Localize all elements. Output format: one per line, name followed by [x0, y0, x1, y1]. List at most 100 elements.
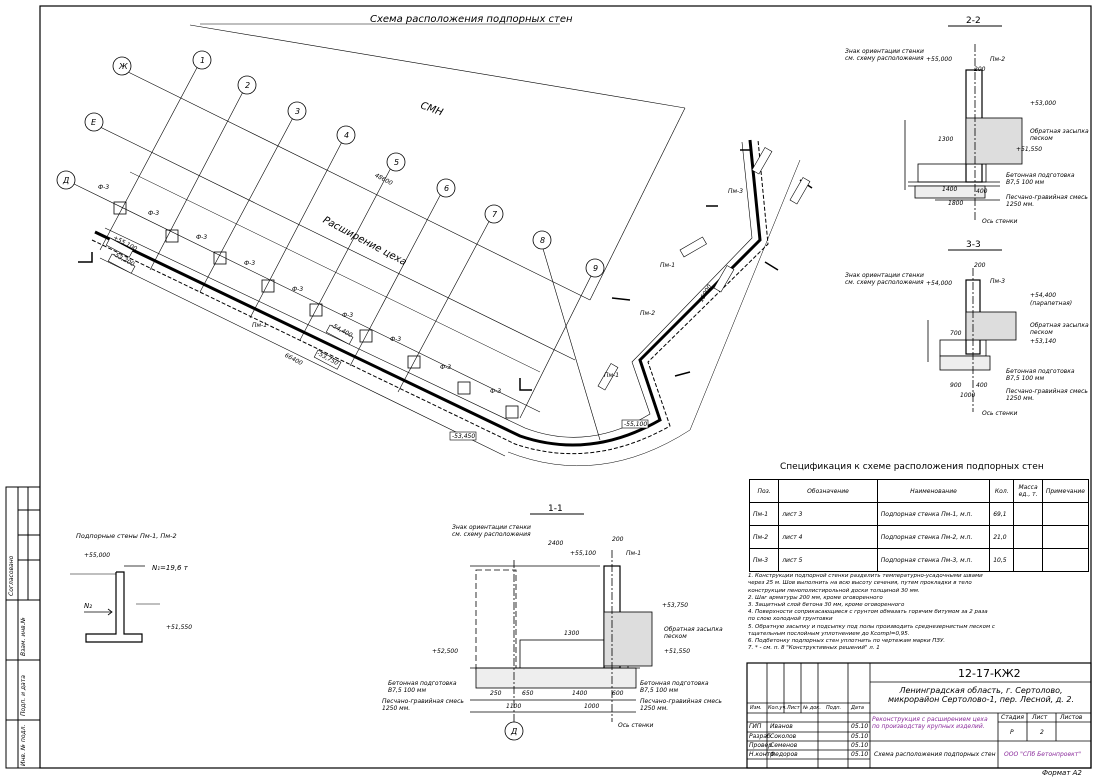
general-notes: 1. Конструкции подпорной стенки разделит…: [748, 566, 995, 660]
stamp-address: Ленинградская область, г. Сертолово, мик…: [887, 686, 1075, 704]
stamp-person-3: Федоров: [770, 751, 798, 758]
section-2-note-1: Обратная засыпка песком: [1030, 128, 1089, 142]
section-3-dim-400: 400: [976, 382, 988, 389]
stamp-head-doc: № док.: [803, 705, 821, 711]
spec-cell: [1013, 502, 1043, 526]
section-3-wall: Пм-3: [990, 278, 1006, 285]
spec-title: Спецификация к схеме расположения подпор…: [780, 462, 1044, 472]
section-1-axis-letter: Д: [511, 727, 518, 736]
section-2-dim-200: 200: [974, 66, 986, 73]
axis-5: 5: [394, 158, 400, 167]
loads-mark-top: +55,000: [84, 552, 111, 559]
stamp-role-2: Провер.: [749, 742, 774, 749]
section-3-dim-1000: 1000: [960, 392, 976, 399]
f3-6: Ф-3: [342, 312, 354, 319]
spec-cell: 10,5: [989, 548, 1015, 572]
spec-col-pos: Поз.: [748, 479, 780, 503]
spec-cell: [1013, 548, 1043, 572]
stamp-date-3: 05.10: [851, 751, 869, 758]
section-2-sign: Знак ориентации стенки см. схему располо…: [845, 48, 924, 62]
note-line: конструкции пенополистирольной доски тол…: [748, 587, 920, 594]
section-1-note-5: Песчано-гравийная смесь 1250 мм.: [382, 698, 464, 712]
note-line: тщательным послойным уплотнением до Kcom…: [748, 630, 910, 637]
section-2-note-2: Бетонная подготовка B7,5 100 мм: [1006, 172, 1075, 186]
axis-2: 2: [245, 81, 251, 90]
f3-9: Ф-3: [490, 388, 502, 395]
spec-cell: Пм-3: [748, 548, 780, 572]
spec-cell: лист 4: [778, 525, 878, 549]
f3-8: Ф-3: [440, 364, 452, 371]
note-line: 3. Защитный слой бетона 30 мм, кроме ого…: [748, 602, 905, 609]
wall-pm1: Пм-1: [252, 322, 268, 329]
loads-n1: N₁=19,6 т: [152, 564, 188, 572]
stamp-code: 12-17-КЖ2: [958, 667, 1021, 680]
section-2-note-3: Песчано-гравийная смесь 1250 мм.: [1006, 194, 1088, 208]
section-3-note-3: Песчано-гравийная смесь 1250 мм.: [1006, 388, 1088, 402]
side-replace: Взам. инв.№: [20, 617, 27, 656]
section-1-dim-200: 200: [612, 536, 624, 543]
stamp-sheets-head: Листов: [1060, 714, 1083, 721]
section-1-dim-600: 600: [612, 690, 624, 697]
note-line: 1. Конструкции подпорной стенки разделит…: [748, 573, 983, 580]
level-plan-3: -55,100: [624, 421, 648, 428]
loads-n2: N₂: [84, 602, 93, 610]
side-agreed: Согласовано: [8, 555, 15, 596]
spec-cell: 21,0: [989, 525, 1015, 549]
f3-5: Ф-3: [292, 286, 304, 293]
note-line: 4. Поверхности соприкасающиеся с грунтом…: [748, 609, 988, 616]
stamp-sheet-head: Лист: [1032, 714, 1048, 721]
section-3-dim-200: 200: [974, 262, 986, 269]
note-line: 7. * - см. п. 8 "Конструктивных решений"…: [748, 645, 880, 652]
f3-1: Ф-3: [98, 184, 110, 191]
axis-8: 8: [540, 236, 546, 245]
section-2-dim-1800: 1800: [948, 200, 964, 207]
stamp-object: Реконструкция с расширением цеха по прои…: [872, 716, 988, 730]
section-3-note-2: Бетонная подготовка B7,5 100 мм: [1006, 368, 1075, 382]
section-1-note-4: Песчано-гравийная смесь 1250 мм.: [640, 698, 722, 712]
spec-table: Поз. Обозначение Наименование Кол. Масса…: [748, 479, 1090, 572]
spec-cell: Подпорная стенка Пм-2, м.п.: [876, 525, 991, 549]
spec-col-mass: Масса ед., т.: [1013, 479, 1043, 503]
section-1-dim-1100: 1100: [506, 703, 522, 710]
section-1-dim-1000: 1000: [584, 703, 600, 710]
loads-mark-bottom: +51,550: [166, 624, 193, 631]
stamp-person-0: Иванов: [770, 723, 793, 730]
axis-zh: Ж: [119, 62, 128, 71]
section-1-mark-4: +51,550: [664, 648, 691, 655]
sheet-format: Формат А2: [1042, 769, 1082, 777]
spec-cell: [1013, 525, 1043, 549]
section-2-dim-1400: 1400: [942, 186, 958, 193]
stamp-stage-head: Стадия: [1001, 714, 1025, 721]
section-3-mark-low: +53,140: [1030, 338, 1057, 345]
section-1-title: 1-1: [548, 504, 563, 514]
axis-6: 6: [444, 184, 450, 193]
section-3-sign: Знак ориентации стенки см. схему располо…: [845, 272, 924, 286]
section-1-dim-2400: 2400: [548, 540, 564, 547]
section-1-dim-1300: 1300: [564, 630, 580, 637]
spec-cell: Подпорная стенка Пм-1, м.п.: [876, 502, 991, 526]
plan-title: Схема расположения подпорных стен: [370, 14, 573, 25]
section-2-mark-mid: +53,000: [1030, 100, 1057, 107]
wall-pm2: Пм-2: [640, 310, 656, 317]
spec-col-name: Наименование: [876, 479, 991, 503]
axis-e: Е: [91, 118, 97, 127]
stamp-date-0: 05.10: [851, 723, 869, 730]
f3-4: Ф-3: [244, 260, 256, 267]
note-line: по слою холодной грунтовки: [748, 616, 833, 623]
spec-cell: [1041, 548, 1090, 572]
f3-3: Ф-3: [196, 234, 208, 241]
spec-cell: [1041, 502, 1090, 526]
side-inv: Инв. № подл.: [20, 724, 27, 766]
section-1-note-2: Бетонная подготовка B7,5 100 мм: [640, 680, 709, 694]
side-sign-date: Подп. и дата: [20, 675, 27, 716]
section-3-axis: Ось стенки: [982, 410, 1018, 417]
wall-pm1c: Пм-1: [660, 262, 676, 269]
section-1-sign: Знак ориентации стенки см. схему располо…: [452, 524, 531, 538]
spec-cell: Подпорная стенка Пм-3, м.п.: [876, 548, 991, 572]
stamp-head-kol: Кол.уч.: [768, 705, 787, 711]
spec-cell: 69,1: [989, 502, 1015, 526]
spec-cell: лист 5: [778, 548, 878, 572]
spec-cell: лист 3: [778, 502, 878, 526]
section-1-mark-3: +52,500: [432, 648, 459, 655]
